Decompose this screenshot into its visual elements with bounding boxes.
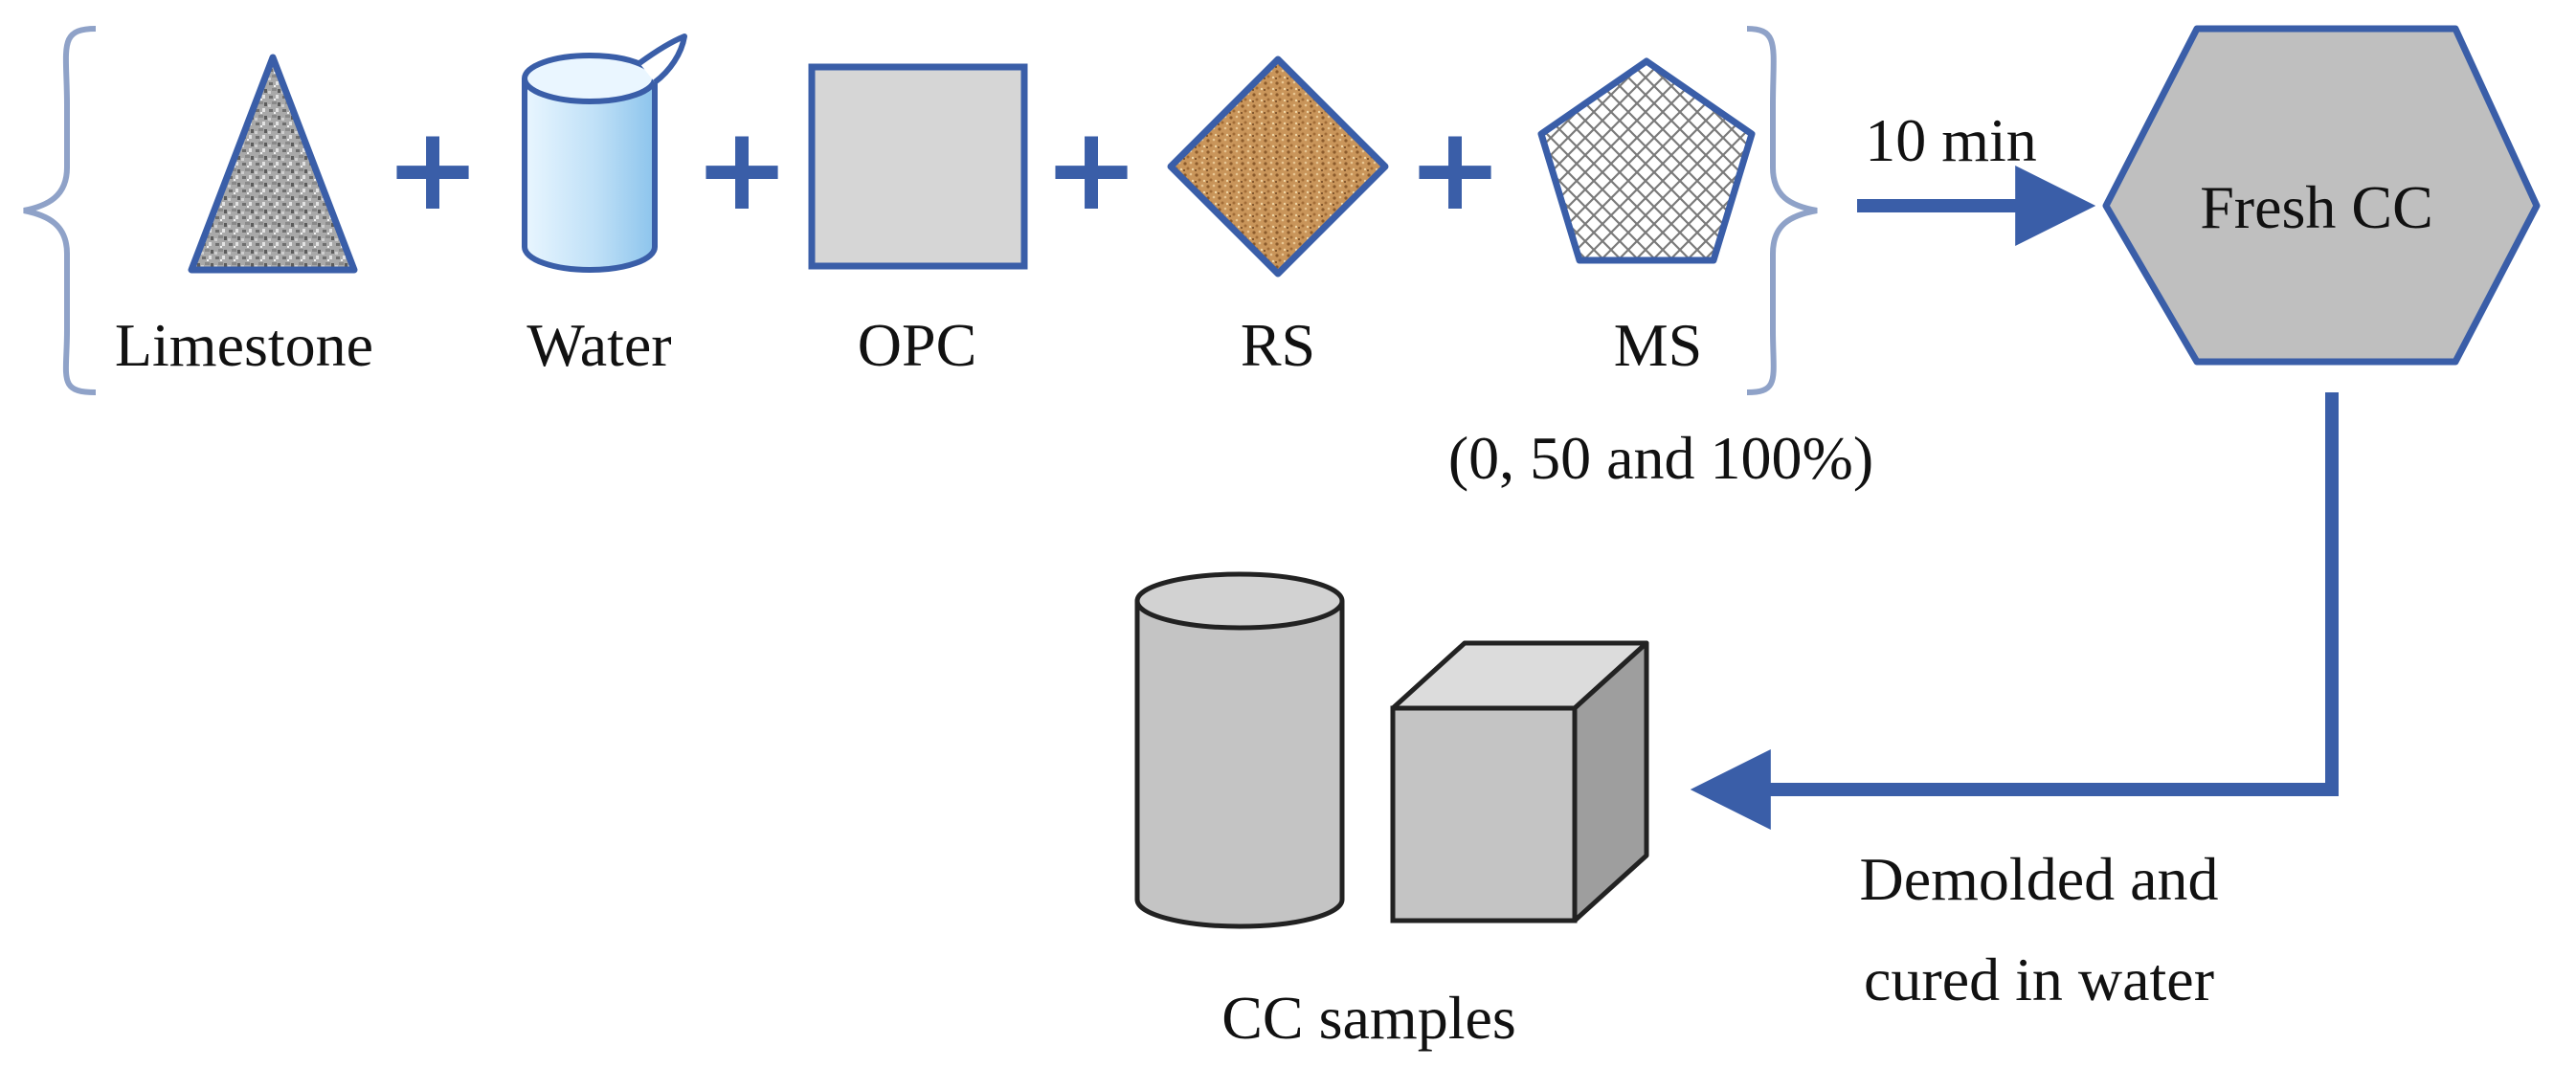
right-brace [1746,26,1818,395]
mix-time-label: 10 min [1865,106,2037,174]
ms-pentagon-icon [1537,57,1756,264]
plus-sign: + [1407,103,1504,236]
left-brace [23,26,97,395]
opc-square-icon [808,63,1028,270]
curing-arrow [1690,392,2339,830]
water-cylinder-icon [521,33,687,273]
fresh-cc-label: Fresh CC [2200,173,2433,241]
samples-label: CC samples [1221,984,1516,1052]
curing-label-line2: cured in water [1864,945,2214,1013]
cube-sample-icon [1390,640,1649,923]
ingredient-label-water: Water [526,311,671,379]
limestone-triangle-icon [188,54,358,274]
rs-diamond-icon [1167,56,1389,278]
curing-label-line1: Demolded and [1860,845,2219,913]
ingredient-label-rs: RS [1241,311,1315,379]
plus-sign: + [1043,103,1140,236]
fresh-cc-hexagon [2102,25,2541,366]
plus-sign: + [385,103,482,236]
ingredient-label-limestone: Limestone [115,311,373,379]
ingredient-label-ms: MS [1614,311,1703,379]
cylinder-sample-icon [1134,571,1345,929]
plus-sign: + [694,103,791,236]
ingredient-label-opc: OPC [858,311,977,379]
ms-percentage-note: (0, 50 and 100%) [1448,424,1873,492]
